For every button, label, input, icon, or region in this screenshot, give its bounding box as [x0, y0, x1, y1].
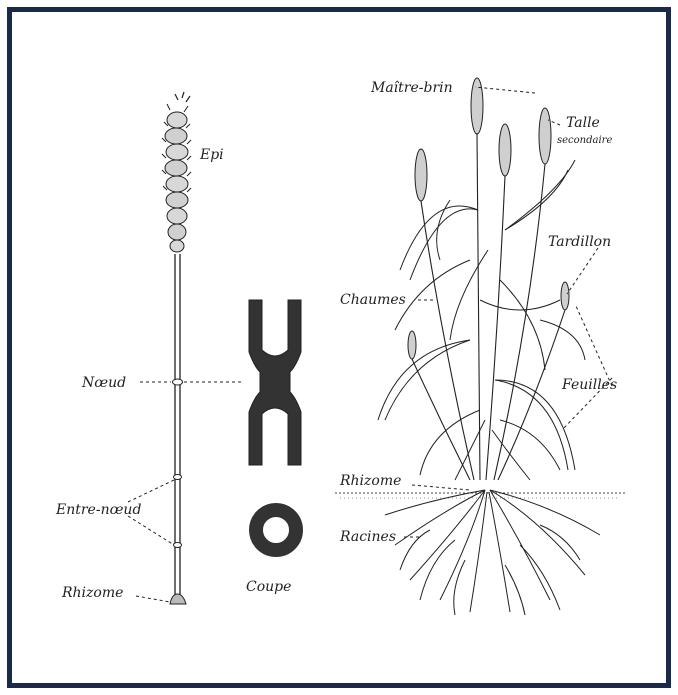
- label-secondaire: secondaire: [557, 135, 612, 146]
- node-longitudinal-section: [249, 300, 301, 465]
- leader-entre-noeud-1: [128, 480, 174, 502]
- leader-rhizome-left: [136, 596, 170, 602]
- label-noeud: Nœud: [81, 375, 126, 391]
- plant-ears: [408, 78, 569, 359]
- whole-plant: Maître-brin Talle secondaire Tardillon C…: [335, 78, 625, 615]
- label-epi: Epi: [199, 147, 224, 163]
- node-section: Coupe: [246, 300, 301, 595]
- ear-illustration: [162, 92, 191, 252]
- culm-illustration: [170, 254, 186, 604]
- label-tardillon: Tardillon: [548, 234, 611, 250]
- leader-tardillon: [567, 248, 598, 294]
- label-rhizome-right: Rhizome: [339, 473, 401, 489]
- label-maitre-brin: Maître-brin: [370, 80, 453, 96]
- leader-maitre-brin: [475, 87, 535, 93]
- leader-rhizome-right: [412, 485, 470, 490]
- label-chaumes: Chaumes: [340, 292, 406, 308]
- plant-leaves: [378, 160, 585, 480]
- label-entre-noeud: Entre-nœud: [55, 502, 141, 518]
- plant-roots: [385, 490, 600, 615]
- label-racines: Racines: [339, 529, 396, 545]
- label-rhizome-left: Rhizome: [61, 585, 123, 601]
- leader-entre-noeud-2: [128, 516, 174, 545]
- cross-section-ring: [256, 510, 296, 550]
- leader-feuilles-2: [576, 306, 612, 386]
- label-feuilles: Feuilles: [561, 377, 617, 393]
- label-talle: Talle: [566, 115, 600, 131]
- single-stem: Epi Nœud Entre-nœud Rhizome: [55, 92, 242, 604]
- label-coupe: Coupe: [246, 579, 291, 595]
